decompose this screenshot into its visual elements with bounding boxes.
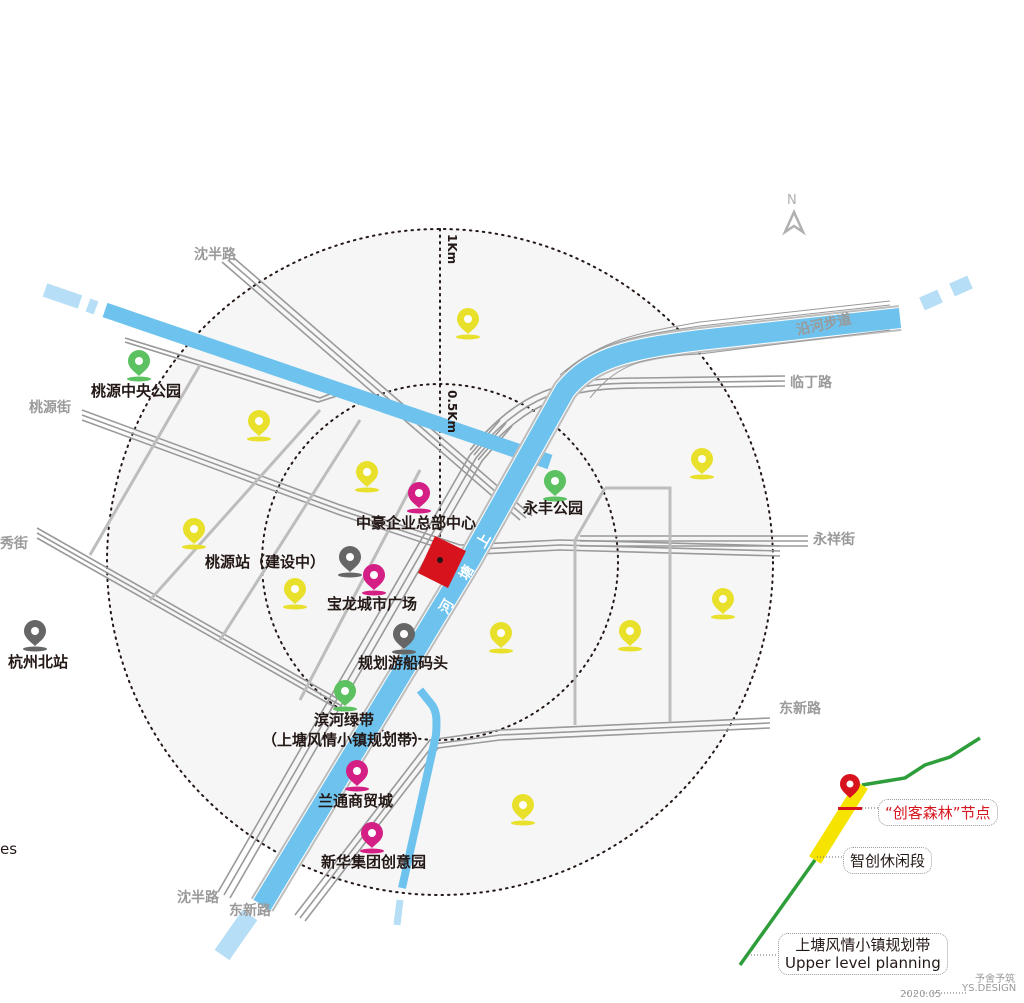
road-xiu-street [36,527,341,711]
poi-planned-pier: 规划游船码头 [358,654,449,672]
road-label-shenban-south: 沈半路 [177,890,219,906]
river-upper [42,283,553,470]
road-label-shenban-north: 沈半路 [194,247,236,263]
poi-riverside-greenbelt: 滨河绿带 [314,711,375,729]
road-shenban-south [217,419,513,899]
poi-yongfeng-park: 永丰公园 [523,499,584,517]
poi-hangzhou-north-station: 杭州北站 [8,653,69,671]
riverside-walkway [559,300,891,399]
poi-taoyuan-station: 桃源站（建设中） [205,553,326,571]
credit-cn: 予舍予筑 [975,974,1015,985]
edge-cut-text: es [0,840,18,858]
road-shenban-north [221,257,533,521]
poi-baolong-plaza: 宝龙城市广场 [327,595,418,613]
poi-lantong-trade-city: 兰通商贸城 [318,792,394,810]
road-grid [88,364,672,725]
road-label-yongxiang: 永祥街 [813,532,855,548]
legend-segment-label: 智创休闲段 [843,847,933,874]
road-label-taoyuan-street: 桃源街 [29,400,71,416]
legend-band-en: Upper level planning [785,954,941,972]
scale-label-05km: 0.5Km [445,390,459,434]
project-site [418,536,466,588]
poi-xinhua-creative-park: 新华集团创意园 [321,853,427,871]
legend-node-pin-icon [838,774,862,810]
legend-band-cn: 上塘风情小镇规划带 [795,936,931,954]
road-label-dongxin-south: 东新路 [229,903,271,919]
poi-riverside-greenbelt-sub: （上塘风情小镇规划带） [262,731,428,749]
scale-label-1km: 1Km [445,234,459,265]
road-yongxiang [580,535,808,547]
credit-date: 2020.05 [900,989,942,1000]
road-label-linding: 临丁路 [790,375,832,391]
legend-node-label: “创客森林”节点 [878,799,998,826]
river-shangtang [214,275,973,961]
poi-zhonghao-hq: 中豪企业总部中心 [356,514,477,532]
north-label: N [787,193,797,208]
north-arrow-icon [782,208,806,236]
poi-taoyuan-central-park: 桃源中央公园 [91,382,182,400]
credit-en: YS.DESIGN [962,983,1017,994]
legend-band-label: 上塘风情小镇规划带 Upper level planning [778,933,948,975]
legend-diagram [738,736,981,994]
road-label-dongxin-east: 东新路 [779,701,821,717]
road-label-xiu-street: 秀街 [0,536,28,552]
